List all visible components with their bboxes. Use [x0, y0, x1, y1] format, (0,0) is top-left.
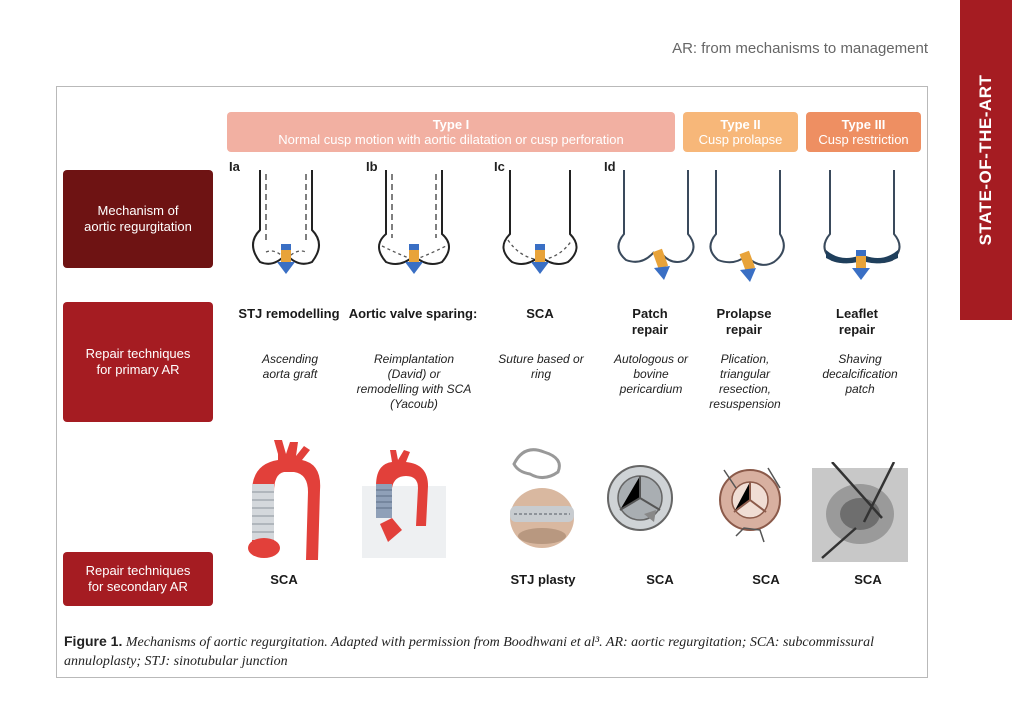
type-2-subtitle: Cusp prolapse — [698, 132, 783, 147]
secondary-sca-prolapse: SCA — [752, 572, 780, 587]
running-title: AR: from mechanisms to management — [672, 40, 928, 57]
valve-diagram-id — [617, 170, 695, 280]
section-tab: STATE-OF-THE-ART — [960, 0, 1012, 320]
description-patch-repair: Autologous or bovine pericardium — [613, 352, 689, 396]
description-sca: Suture based or ring — [498, 352, 584, 381]
type-2-title: Type II — [720, 117, 761, 132]
secondary-stj-plasty: STJ plasty — [510, 572, 576, 587]
leaflet-repair-illustration — [812, 462, 908, 562]
figure-caption: Figure 1. Mechanisms of aortic regurgita… — [64, 632, 914, 671]
row-label-mechanism: Mechanism of aortic regurgitation — [63, 170, 213, 268]
row-label-primary: Repair techniques for primary AR — [63, 302, 213, 422]
type-1-bar: Type I Normal cusp motion with aortic di… — [227, 112, 675, 152]
type-1-title: Type I — [432, 117, 470, 132]
row-label-mechanism-text: Mechanism of aortic regurgitation — [84, 203, 192, 234]
secondary-sca-1: SCA — [270, 572, 298, 587]
type-3-subtitle: Cusp restriction — [818, 132, 909, 147]
secondary-sca-patch: SCA — [646, 572, 674, 587]
sublabel-ib: Ib — [366, 159, 378, 174]
valve-diagram-ic — [502, 170, 578, 274]
technique-stj-remodelling: STJ remodelling — [238, 306, 340, 321]
valve-diagram-prolapse — [709, 170, 785, 282]
row-label-secondary: Repair techniques for secondary AR — [63, 552, 213, 606]
row-label-secondary-text: Repair techniques for secondary AR — [85, 563, 191, 594]
patch-repair-illustration — [607, 465, 673, 531]
technique-valve-sparing: Aortic valve sparing: — [348, 306, 478, 321]
description-leaflet-repair: Shaving decalcification patch — [822, 352, 898, 396]
description-valve-sparing: Reimplantation (David) or remodelling wi… — [356, 352, 472, 411]
stj-plasty-illustration — [510, 448, 574, 548]
secondary-sca-leaflet: SCA — [854, 572, 882, 587]
type-1-subtitle: Normal cusp motion with aortic dilatatio… — [278, 132, 624, 147]
valve-sparing-illustration — [362, 450, 446, 558]
valve-diagram-restriction — [823, 170, 901, 280]
sublabel-id: Id — [604, 159, 616, 174]
figure-caption-label: Figure 1. — [64, 633, 123, 649]
row-label-primary-text: Repair techniques for primary AR — [85, 346, 191, 377]
technique-leaflet-repair: Leaflet repair — [836, 306, 878, 337]
figure-frame — [56, 86, 928, 678]
section-tab-label: STATE-OF-THE-ART — [976, 74, 995, 246]
type-2-bar: Type II Cusp prolapse — [683, 112, 798, 152]
figure-caption-text: Mechanisms of aortic regurgitation. Adap… — [64, 635, 874, 669]
technique-prolapse-repair: Prolapse repair — [716, 306, 772, 337]
type-3-title: Type III — [841, 117, 886, 132]
sublabel-ia: Ia — [229, 159, 240, 174]
valve-diagram-ib — [378, 170, 450, 274]
valve-diagram-ia — [252, 170, 320, 274]
sublabel-ic: Ic — [494, 159, 505, 174]
description-prolapse-repair: Plication, triangular resection, resuspe… — [709, 352, 781, 411]
type-3-bar: Type III Cusp restriction — [806, 112, 921, 152]
aorta-graft-illustration — [248, 440, 321, 560]
description-stj-remodelling: Ascending aorta graft — [261, 352, 319, 381]
technique-sca: SCA — [526, 306, 554, 321]
technique-patch-repair: Patch repair — [631, 306, 669, 337]
prolapse-repair-illustration — [719, 467, 781, 543]
